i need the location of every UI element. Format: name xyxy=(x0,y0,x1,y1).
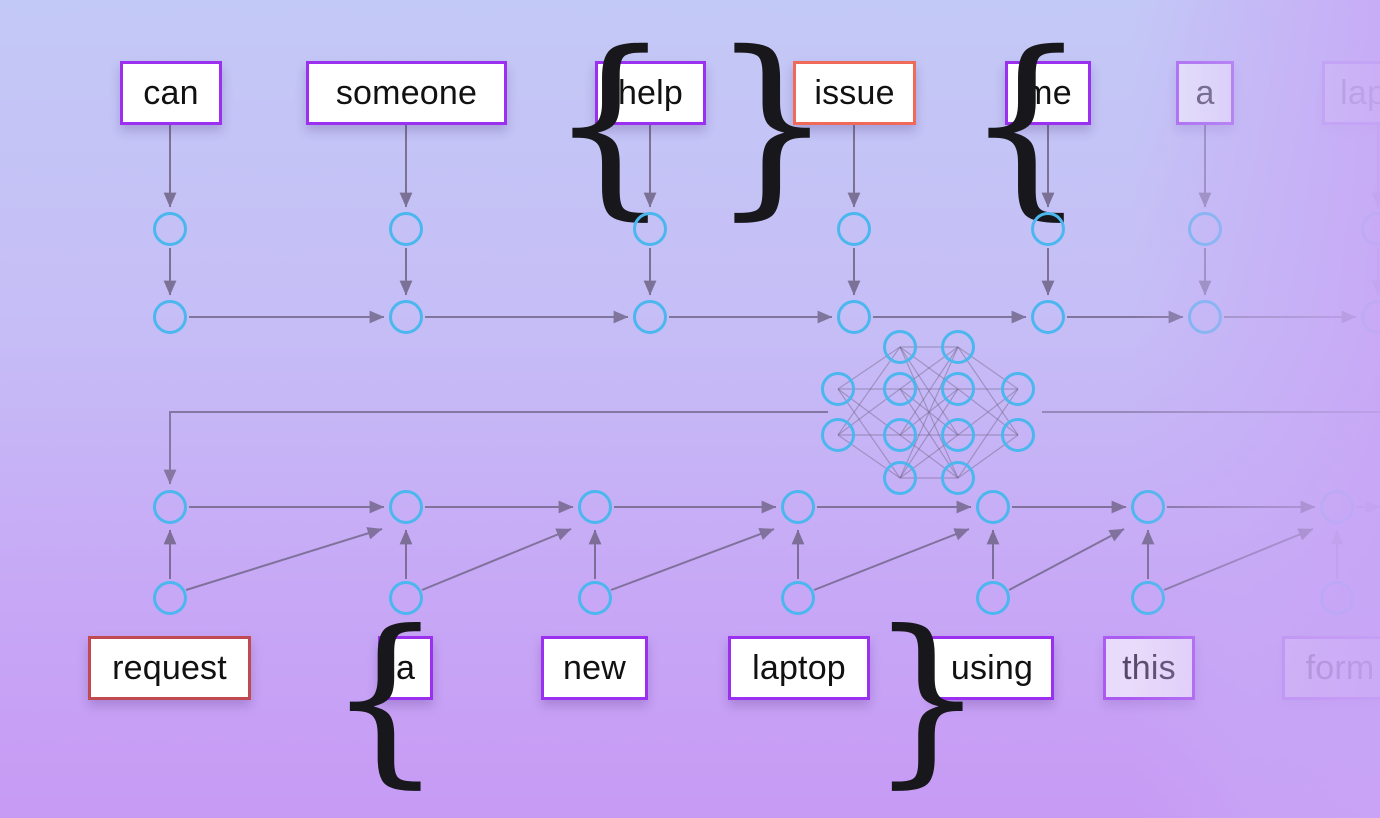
encoder-node-r2-c6 xyxy=(1361,300,1380,334)
encoder-node-r1-c6 xyxy=(1361,212,1380,246)
decoder-node-r1-c1 xyxy=(389,490,423,524)
token-label: laptop xyxy=(752,649,846,687)
encoder-node-r1-c5 xyxy=(1188,212,1222,246)
encoder-node-r2-c4 xyxy=(1031,300,1065,334)
nn-node-l1-n3 xyxy=(883,461,917,495)
decoder-node-r2-c0 xyxy=(153,581,187,615)
decoder-node-r2-c4 xyxy=(976,581,1010,615)
nn-node-l3-n0 xyxy=(1001,372,1035,406)
token-label: request xyxy=(112,649,227,687)
encoder-token-issue[interactable]: issue xyxy=(793,61,916,125)
token-label: help xyxy=(617,74,684,112)
encoder-node-r2-c3 xyxy=(837,300,871,334)
encoder-node-r1-c1 xyxy=(389,212,423,246)
encoder-node-r1-c2 xyxy=(633,212,667,246)
token-label: can xyxy=(143,74,199,112)
decoder-token-form[interactable]: form xyxy=(1282,636,1380,700)
nn-node-l2-n1 xyxy=(941,372,975,406)
encoder-node-r2-c2 xyxy=(633,300,667,334)
token-label: a xyxy=(395,649,416,687)
decoder-node-r1-c3 xyxy=(781,490,815,524)
decoder-node-r2-c3 xyxy=(781,581,815,615)
encoder-token-a[interactable]: a xyxy=(1176,61,1234,125)
decoder-token-laptop[interactable]: laptop xyxy=(728,636,870,700)
nn-node-l1-n0 xyxy=(883,330,917,364)
encoder-token-someone[interactable]: someone xyxy=(306,61,507,125)
encoder-node-r2-c0 xyxy=(153,300,187,334)
encoder-token-help[interactable]: help xyxy=(595,61,706,125)
decoder-left-brace-icon: { xyxy=(327,591,444,805)
token-label: issue xyxy=(814,74,895,112)
decoder-right-brace-icon: } xyxy=(869,591,986,805)
decoder-node-r2-c2 xyxy=(578,581,612,615)
decoder-node-r1-c4 xyxy=(976,490,1010,524)
decoder-output-feedback-arrow xyxy=(610,528,775,591)
nn-edge xyxy=(899,346,959,479)
encoder-node-r1-c0 xyxy=(153,212,187,246)
token-label: this xyxy=(1122,649,1176,687)
decoder-node-r2-c6 xyxy=(1320,581,1354,615)
nn-node-l1-n1 xyxy=(883,372,917,406)
encoder-node-r1-c4 xyxy=(1031,212,1065,246)
decoder-token-request[interactable]: request xyxy=(88,636,251,700)
encoder-left-brace-icon: { xyxy=(964,11,1089,239)
nn-edge xyxy=(899,346,959,479)
nn-node-l0-n1 xyxy=(821,418,855,452)
decoder-node-r1-c6 xyxy=(1320,490,1354,524)
decoder-token-this[interactable]: this xyxy=(1103,636,1195,700)
encoder-node-r2-c1 xyxy=(389,300,423,334)
decoder-node-r1-c0 xyxy=(153,490,187,524)
decoder-token-a[interactable]: a xyxy=(378,636,433,700)
nn-node-l3-n1 xyxy=(1001,418,1035,452)
decoder-token-new[interactable]: new xyxy=(541,636,648,700)
nn-node-l2-n0 xyxy=(941,330,975,364)
encoder-node-r1-c3 xyxy=(837,212,871,246)
nn-node-l2-n2 xyxy=(941,418,975,452)
decoder-node-r1-c5 xyxy=(1131,490,1165,524)
encoder-token-can[interactable]: can xyxy=(120,61,222,125)
decoder-output-feedback-arrow xyxy=(1008,528,1125,591)
encoder-token-me[interactable]: me xyxy=(1005,61,1091,125)
decoder-output-feedback-arrow xyxy=(421,528,572,591)
context-to-decoder-line xyxy=(163,411,828,485)
nn-node-l1-n2 xyxy=(883,418,917,452)
encoder-token-laptop[interactable]: laptop xyxy=(1322,61,1380,125)
nn-node-l2-n3 xyxy=(941,461,975,495)
decoder-node-r1-c2 xyxy=(578,490,612,524)
token-label: new xyxy=(563,649,626,687)
token-label: a xyxy=(1195,74,1215,112)
decoder-node-r2-c1 xyxy=(389,581,423,615)
nn-node-l0-n0 xyxy=(821,372,855,406)
token-label: laptop xyxy=(1340,74,1380,112)
encoder-right-brace-icon: } xyxy=(710,11,835,239)
token-label: me xyxy=(1024,74,1072,112)
token-label: using xyxy=(950,649,1034,687)
decoder-node-r2-c5 xyxy=(1131,581,1165,615)
token-label: someone xyxy=(335,74,478,112)
decoder-token-using[interactable]: using xyxy=(930,636,1054,700)
decoder-output-feedback-arrow xyxy=(1163,528,1314,591)
encoder-left-brace-icon: { xyxy=(548,11,673,239)
encoder-node-r2-c5 xyxy=(1188,300,1222,334)
token-label: form xyxy=(1305,649,1375,687)
